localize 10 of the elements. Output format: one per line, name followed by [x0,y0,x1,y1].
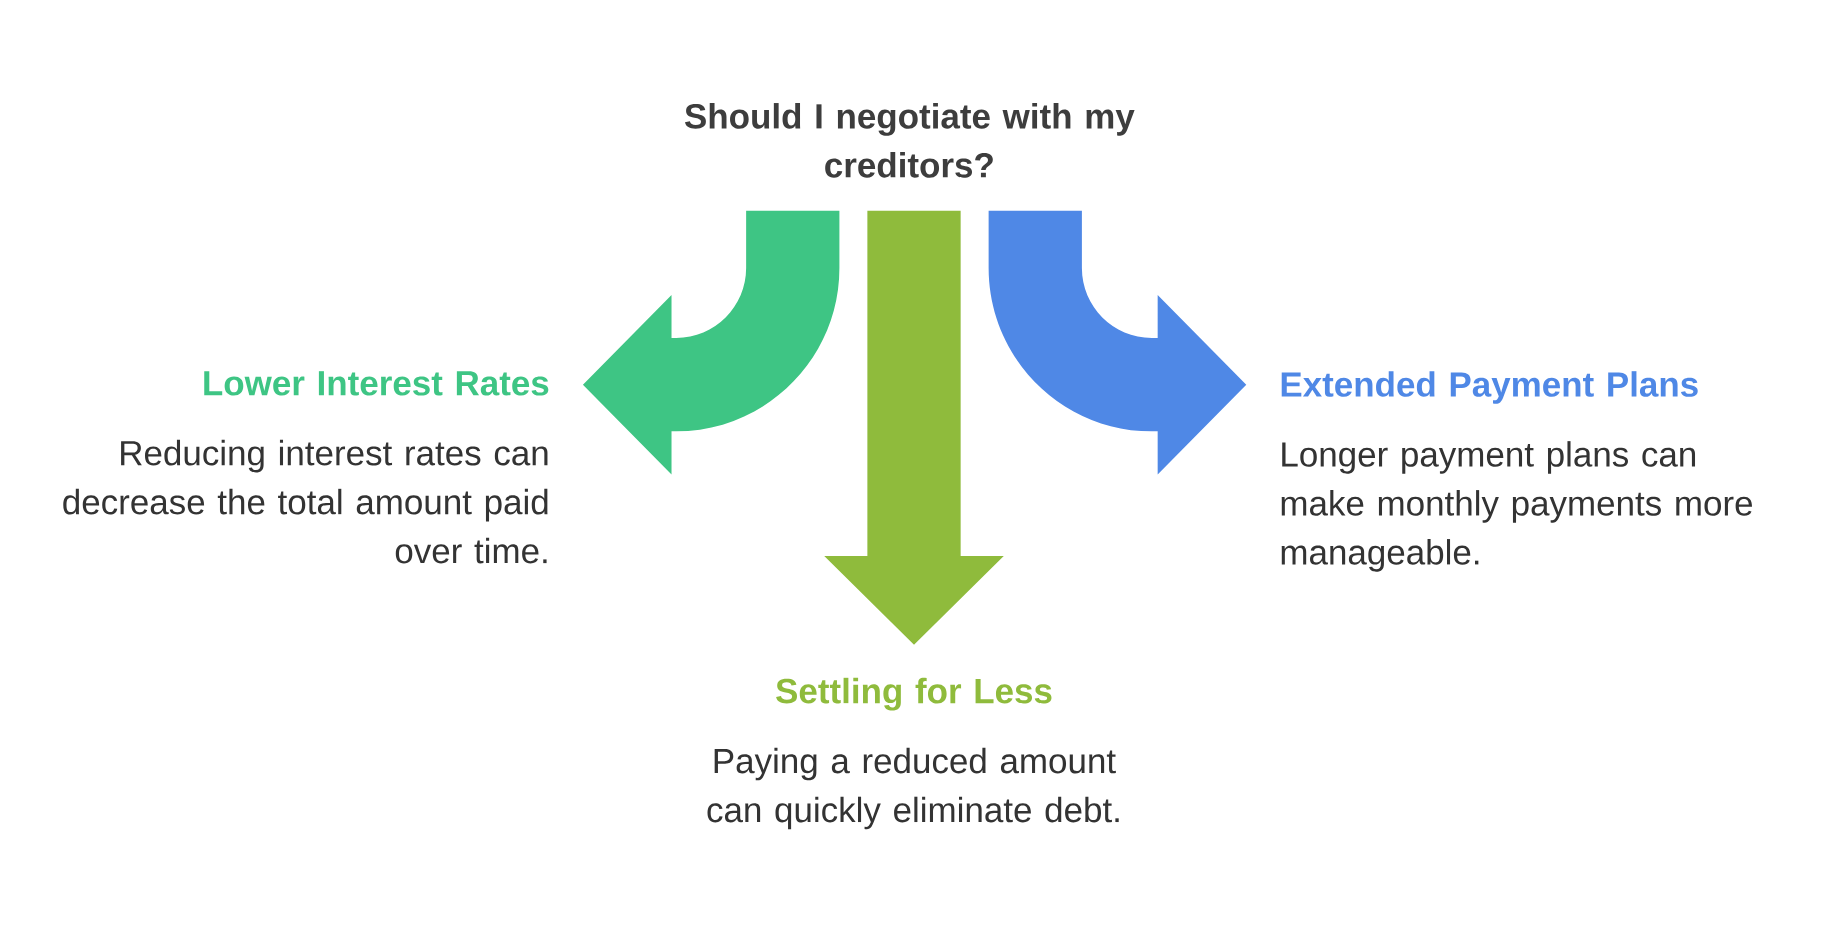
option-description: Longer payment plans can make monthly payments more manageable. [1281,441,1752,572]
question-text: Should I negotiate with my creditors? [685,103,1135,178]
option-description: Reducing interest rates can decrease the total amount paid over time. [63,440,548,564]
option-heading: Settling for Less [776,678,1052,711]
option-heading: Extended Payment Plans [1281,371,1698,404]
arrow [988,211,1247,475]
arrow [582,211,840,475]
arrow [824,211,1004,645]
option-heading: Lower Interest Rates [204,371,549,396]
option-description: Paying a reduced amount can quickly eliminate debt. [707,747,1119,830]
